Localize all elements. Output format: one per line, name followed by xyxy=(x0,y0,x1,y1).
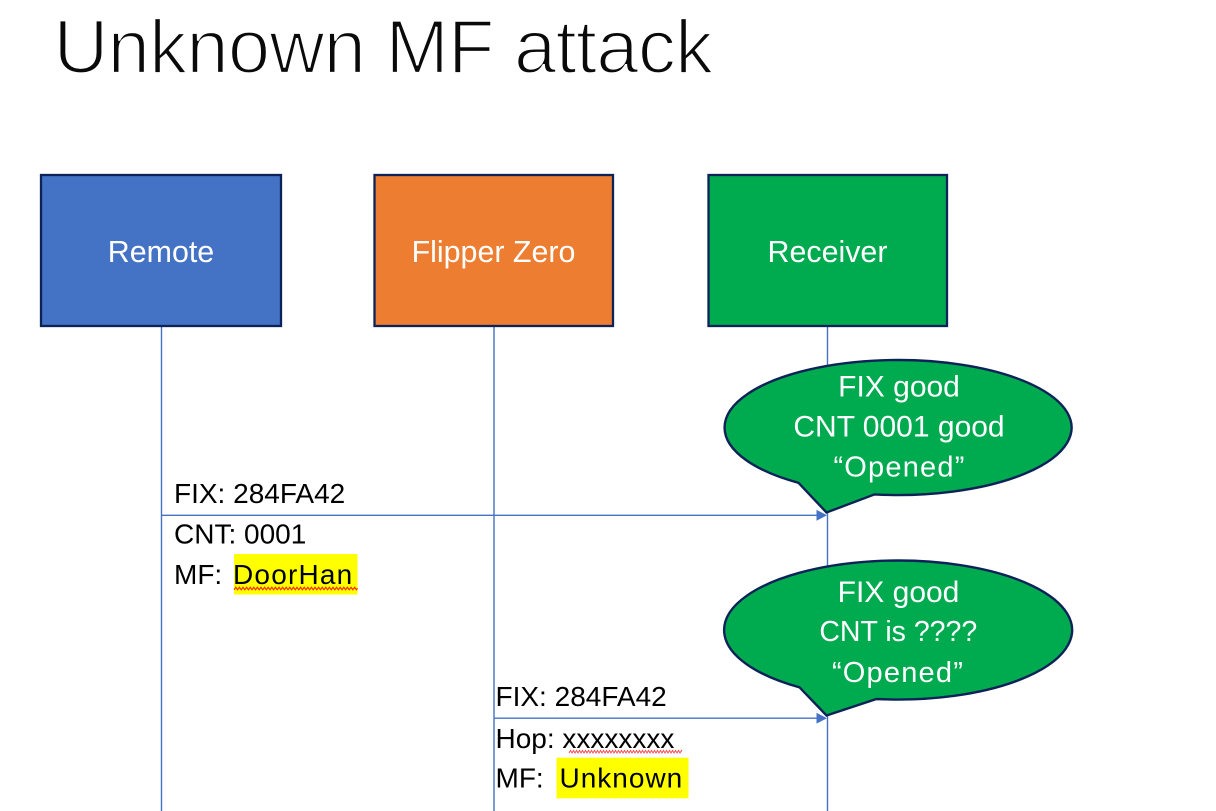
svg-text:FIX good: FIX good xyxy=(838,370,960,403)
svg-text:“Opened”: “Opened” xyxy=(833,452,965,484)
svg-text:CNT is ????: CNT is ???? xyxy=(819,616,977,648)
svg-text:Remote: Remote xyxy=(108,235,214,269)
svg-text:MF:: MF: xyxy=(174,559,222,590)
svg-text:Hop: xxxxxxxx: Hop: xxxxxxxx xyxy=(496,723,675,754)
svg-text:Receiver: Receiver xyxy=(768,235,888,269)
svg-text:DoorHan: DoorHan xyxy=(233,559,353,590)
svg-text:MF:: MF: xyxy=(496,763,544,794)
svg-text:FIX: 284FA42: FIX: 284FA42 xyxy=(496,681,667,712)
svg-text:Flipper Zero: Flipper Zero xyxy=(412,235,576,269)
svg-text:Unknown MF attack: Unknown MF attack xyxy=(54,5,715,90)
svg-text:Unknown: Unknown xyxy=(560,763,684,794)
svg-text:CNT 0001 good: CNT 0001 good xyxy=(793,411,1004,444)
svg-text:CNT: 0001: CNT: 0001 xyxy=(174,519,306,550)
svg-text:“Opened”: “Opened” xyxy=(832,657,964,689)
svg-text:FIX: 284FA42: FIX: 284FA42 xyxy=(174,478,345,509)
svg-text:FIX good: FIX good xyxy=(838,576,960,609)
